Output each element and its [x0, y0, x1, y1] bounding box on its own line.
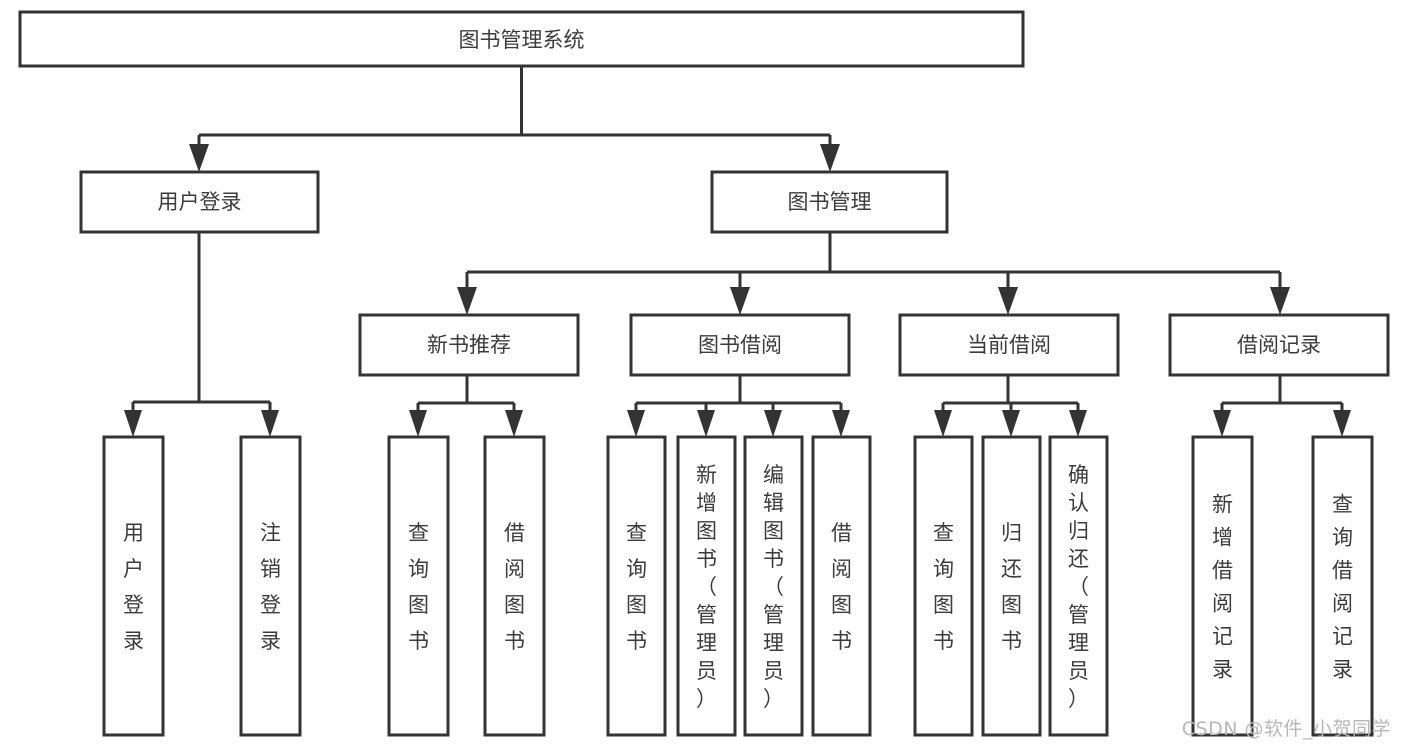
- node-leaf-add-borrow-record[interactable]: 新增借阅记录: [1191, 435, 1254, 737]
- arrow-head-leaf-query-book-current: [934, 410, 952, 437]
- node-book-management-box[interactable]: [710, 170, 949, 234]
- node-leaf-add-book-label: 新增图书（管理员）: [696, 463, 717, 711]
- node-leaf-return-book[interactable]: 归还图书: [981, 435, 1042, 737]
- arrow-head-leaf-query-book-recommend: [409, 410, 427, 437]
- node-new-book-recommend[interactable]: 新书推荐: [358, 313, 580, 377]
- node-leaf-return-book-box[interactable]: [981, 435, 1042, 737]
- node-leaf-borrow-book-recommend-label: 借阅图书: [504, 521, 525, 653]
- node-root[interactable]: 图书管理系统: [18, 10, 1025, 68]
- arrow-head-leaf-borrow-book-recommend: [505, 410, 523, 437]
- csdn-watermark: CSDN @软件_小贺同学: [1181, 718, 1391, 740]
- node-leaf-borrow-book-label: 借阅图书: [831, 521, 852, 653]
- node-leaf-add-borrow-record-label: 新增借阅记录: [1212, 493, 1233, 682]
- node-leaf-query-book-borrow-box[interactable]: [606, 435, 667, 737]
- node-leaf-borrow-book[interactable]: 借阅图书: [811, 435, 872, 737]
- node-leaf-add-borrow-record-box[interactable]: [1191, 435, 1254, 737]
- node-leaf-query-borrow-record[interactable]: 查询借阅记录: [1311, 435, 1374, 737]
- arrow-head-leaf-add-borrow-record: [1213, 410, 1231, 437]
- arrow-head-book-management: [820, 144, 840, 172]
- node-leaf-confirm-return[interactable]: 确认归还（管理员）: [1048, 435, 1109, 737]
- arrow-head-book-borrow: [730, 287, 750, 315]
- node-book-borrow-box[interactable]: [629, 313, 851, 377]
- node-leaf-add-book-box[interactable]: [676, 435, 737, 737]
- node-leaf-query-book-current-label: 查询图书: [933, 521, 954, 653]
- node-borrow-record[interactable]: 借阅记录: [1168, 313, 1390, 377]
- node-leaf-borrow-book-recommend-box[interactable]: [483, 435, 546, 737]
- node-leaf-borrow-book-recommend[interactable]: 借阅图书: [483, 435, 546, 737]
- node-leaf-query-borrow-record-box[interactable]: [1311, 435, 1374, 737]
- node-leaf-borrow-book-box[interactable]: [811, 435, 872, 737]
- arrow-head-user-login: [189, 144, 209, 172]
- node-leaf-logout-label: 注销登录: [260, 521, 281, 653]
- node-leaf-query-book-borrow-label: 查询图书: [626, 521, 647, 653]
- node-leaf-user-login[interactable]: 用户登录: [102, 435, 165, 737]
- node-leaf-confirm-return-box[interactable]: [1048, 435, 1109, 737]
- arrow-head-leaf-query-book-borrow: [627, 410, 645, 437]
- node-leaf-edit-book-label: 编辑图书（管理员）: [763, 463, 784, 711]
- node-leaf-query-book-recommend[interactable]: 查询图书: [387, 435, 450, 737]
- node-leaf-add-book[interactable]: 新增图书（管理员）: [676, 435, 737, 737]
- node-leaf-user-login-box[interactable]: [102, 435, 165, 737]
- node-book-borrow[interactable]: 图书借阅: [629, 313, 851, 377]
- node-leaf-return-book-label: 归还图书: [1001, 521, 1022, 653]
- arrow-head-new-book-recommend: [457, 287, 477, 315]
- node-leaf-query-book-current[interactable]: 查询图书: [913, 435, 974, 737]
- node-leaf-query-borrow-record-label: 查询借阅记录: [1332, 493, 1353, 682]
- connector-layer: [124, 66, 1351, 437]
- node-current-borrow[interactable]: 当前借阅: [898, 313, 1120, 377]
- node-user-login-label: 用户登录: [158, 190, 242, 214]
- node-root-box[interactable]: [18, 10, 1025, 68]
- arrow-head-leaf-add-book: [697, 410, 715, 437]
- node-borrow-record-label: 借阅记录: [1237, 333, 1321, 357]
- arrow-head-leaf-query-borrow-record: [1333, 410, 1351, 437]
- node-new-book-recommend-box[interactable]: [358, 313, 580, 377]
- arrow-head-leaf-edit-book: [764, 410, 782, 437]
- node-user-login-box[interactable]: [79, 170, 320, 234]
- node-leaf-logout-box[interactable]: [239, 435, 302, 737]
- node-leaf-query-book-current-box[interactable]: [913, 435, 974, 737]
- node-leaf-query-book-borrow[interactable]: 查询图书: [606, 435, 667, 737]
- node-borrow-record-box[interactable]: [1168, 313, 1390, 377]
- arrow-head-current-borrow: [998, 287, 1018, 315]
- node-current-borrow-label: 当前借阅: [967, 333, 1051, 357]
- node-user-login[interactable]: 用户登录: [79, 170, 320, 234]
- node-leaf-user-login-label: 用户登录: [123, 521, 144, 653]
- node-new-book-recommend-label: 新书推荐: [427, 333, 511, 357]
- node-leaf-query-book-recommend-label: 查询图书: [408, 521, 429, 653]
- node-book-management[interactable]: 图书管理: [710, 170, 949, 234]
- node-leaf-edit-book-box[interactable]: [743, 435, 804, 737]
- node-root-label: 图书管理系统: [459, 28, 585, 52]
- node-leaf-logout[interactable]: 注销登录: [239, 435, 302, 737]
- node-book-management-label: 图书管理: [788, 190, 872, 214]
- node-current-borrow-box[interactable]: [898, 313, 1120, 377]
- arrow-head-leaf-user-login: [124, 410, 142, 437]
- arrow-head-borrow-record: [1270, 287, 1290, 315]
- arrow-head-leaf-borrow-book: [832, 410, 850, 437]
- arrow-head-leaf-return-book: [1002, 410, 1020, 437]
- arrow-head-leaf-confirm-return: [1069, 410, 1087, 437]
- arrow-head-leaf-logout: [261, 410, 279, 437]
- node-leaf-confirm-return-label: 确认归还（管理员）: [1068, 463, 1089, 711]
- node-leaf-query-book-recommend-box[interactable]: [387, 435, 450, 737]
- node-book-borrow-label: 图书借阅: [698, 333, 782, 357]
- node-leaf-edit-book[interactable]: 编辑图书（管理员）: [743, 435, 804, 737]
